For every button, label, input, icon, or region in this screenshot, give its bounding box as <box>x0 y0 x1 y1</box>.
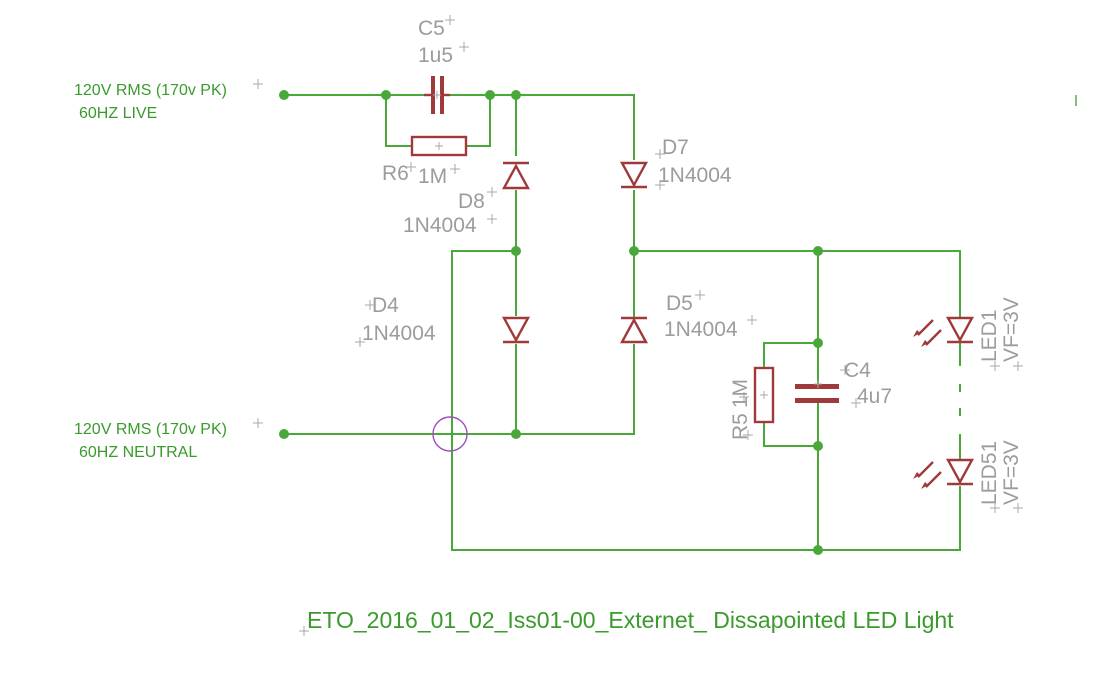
d5-name: D5 <box>666 292 693 315</box>
junction-dot <box>813 338 823 348</box>
junction-dot <box>485 90 495 100</box>
capacitor-c4[interactable] <box>795 380 839 403</box>
c4-value: 4u7 <box>857 385 892 408</box>
net-label-neutral-line1: 120V RMS (170v PK) <box>74 421 227 438</box>
r6-value: 1M <box>418 165 447 188</box>
wire-positive-rail <box>634 250 961 318</box>
wire-crossing-marker <box>432 416 468 452</box>
junction-dot <box>381 90 391 100</box>
wire-negative-rail <box>451 250 961 551</box>
light-emission-arrows <box>917 461 942 488</box>
wire-d7-column <box>516 190 635 435</box>
led1-value: VF=3V <box>1000 297 1023 362</box>
junction-dot <box>511 246 521 256</box>
diode-d5[interactable] <box>619 316 649 344</box>
led51-value: VF=3V <box>1000 440 1023 505</box>
diode-d7[interactable] <box>619 161 649 189</box>
r5-value: 1M <box>729 379 752 408</box>
d8-value: 1N4004 <box>403 214 477 237</box>
d8-name: D8 <box>458 190 485 213</box>
junction-dot <box>279 429 289 439</box>
net-label-neutral-line2: 60HZ NEUTRAL <box>79 444 197 461</box>
junction-dot <box>629 246 639 256</box>
capacitor-c5[interactable] <box>424 76 450 114</box>
diode-d8[interactable] <box>501 161 531 190</box>
diode-d4[interactable] <box>501 316 531 344</box>
d4-value: 1N4004 <box>362 322 436 345</box>
c5-value: 1u5 <box>418 44 453 67</box>
junction-dot <box>813 246 823 256</box>
origin-markers <box>253 15 1023 636</box>
junctions <box>279 90 823 555</box>
d5-value: 1N4004 <box>664 318 738 341</box>
junction-dot <box>511 429 521 439</box>
light-emission-arrows <box>917 319 942 346</box>
led-led1[interactable] <box>913 316 975 347</box>
c5-name: C5 <box>418 17 445 40</box>
led51-name: LED51 <box>978 441 1001 505</box>
wire-filter-branch <box>763 251 819 550</box>
c4-name: C4 <box>844 359 871 382</box>
d7-value: 1N4004 <box>658 164 732 187</box>
schematic-title: ETO_2016_01_02_Iss01-00_Externet_ Dissap… <box>307 607 954 633</box>
net-labels: 120V RMS (170v PK) 60HZ LIVE 120V RMS (1… <box>74 82 227 461</box>
led1-name: LED1 <box>978 309 1001 362</box>
junction-dot <box>511 90 521 100</box>
junction-dot <box>813 545 823 555</box>
net-label-live-line2: 60HZ LIVE <box>79 105 157 122</box>
resistor-r6[interactable] <box>410 135 468 157</box>
junction-dot <box>813 441 823 451</box>
wire-r6-loop <box>385 95 491 147</box>
wire-c5-to-bridge <box>450 94 635 160</box>
d7-name: D7 <box>662 136 689 159</box>
wires <box>284 94 961 551</box>
r5-name: R5 <box>729 413 752 440</box>
net-label-live-line1: 120V RMS (170v PK) <box>74 82 227 99</box>
junction-dot <box>279 90 289 100</box>
part-labels: C5 1u5 R6 1M D8 1N4004 D7 1N4004 D4 1N40… <box>362 17 1023 505</box>
resistor-r5[interactable] <box>753 366 775 424</box>
r5-label: R51M <box>729 379 752 440</box>
r6-name: R6 <box>382 162 409 185</box>
d4-name: D4 <box>372 294 399 317</box>
led-led51[interactable] <box>913 458 975 489</box>
